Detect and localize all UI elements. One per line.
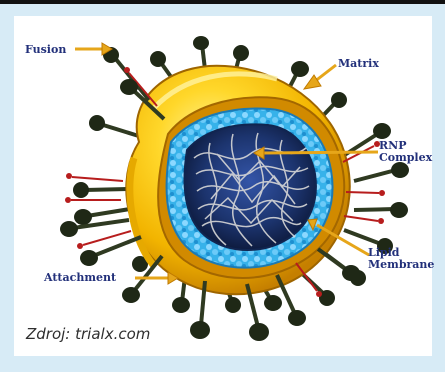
lipid-membrane-label: Lipid Membrane [368, 247, 423, 271]
diagram-panel: Fusion Matrix RNP Complex Lipid Membrane… [14, 16, 432, 356]
fusion-label: Fusion [25, 44, 66, 56]
top-rule [0, 0, 445, 4]
cutaway [158, 97, 344, 278]
attachment-label: Attachment [44, 272, 116, 284]
rnp-complex-label: RNP Complex [379, 140, 423, 164]
source-caption: Zdroj: trialx.com [26, 325, 150, 343]
matrix-label: Matrix [338, 58, 379, 70]
